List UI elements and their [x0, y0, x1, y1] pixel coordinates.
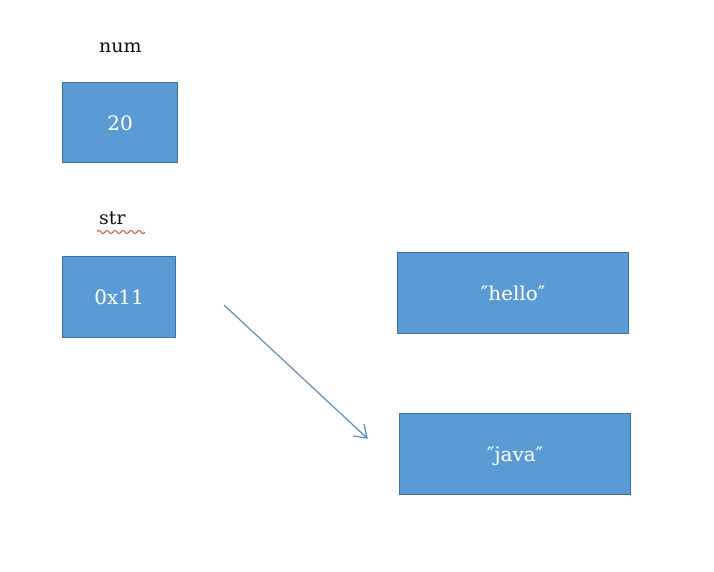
variable-str-label: str	[99, 207, 126, 229]
heap-hello-box: ″hello″	[397, 252, 629, 334]
variable-str-box: 0x11	[62, 256, 176, 338]
variable-str-value: 0x11	[94, 285, 144, 309]
spellcheck-underline-icon	[97, 229, 145, 235]
variable-num-box: 20	[62, 82, 178, 163]
heap-java-value: ″java″	[486, 442, 544, 466]
reference-arrow-line	[223, 304, 368, 439]
variable-num-label: num	[99, 35, 142, 57]
heap-hello-value: ″hello″	[480, 281, 546, 305]
heap-java-box: ″java″	[399, 413, 631, 495]
variable-num-value: 20	[107, 110, 133, 135]
reference-arrow-head	[352, 423, 368, 439]
